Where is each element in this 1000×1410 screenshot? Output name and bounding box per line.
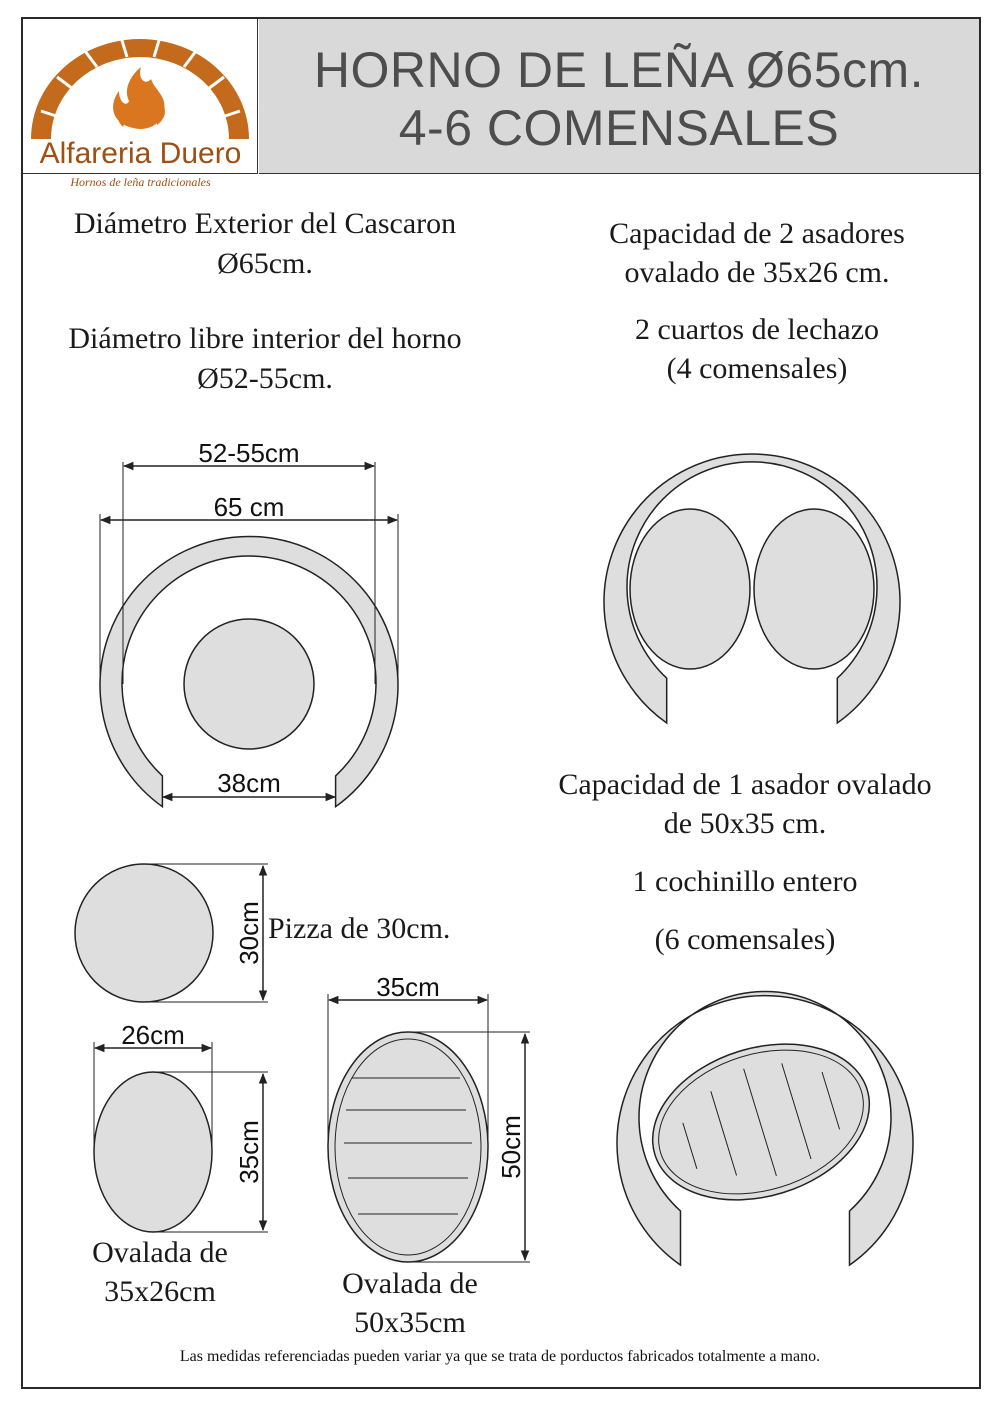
brand-tagline: Hornos de leña tradicionales xyxy=(70,175,211,189)
footer-disclaimer: Las medidas referenciadas pueden variar … xyxy=(179,1348,821,1365)
dim-door: 38cm xyxy=(217,768,281,798)
pizza-in-oven xyxy=(183,618,315,750)
dim-pizza: 30cm xyxy=(234,901,264,965)
brand-logo: Alfareria Duero Hornos de leña tradicion… xyxy=(23,19,258,189)
large-oval-label-line2: 50x35cm xyxy=(354,1306,466,1339)
small-oval-label-line1: Ovalada de xyxy=(92,1236,228,1269)
two-trays-capacity: Capacidad de 2 asadores xyxy=(609,217,905,250)
oven-two-trays-diagram xyxy=(603,453,901,725)
inner-diameter-value: Ø52-55cm. xyxy=(197,362,333,395)
title-banner: HORNO DE LEÑA Ø65cm. 4-6 COMENSALES xyxy=(259,19,979,174)
two-trays-food: 2 cuartos de lechazo xyxy=(634,313,880,346)
flame-icon xyxy=(113,67,165,129)
outer-diameter-label: Diámetro Exterior del Cascaron xyxy=(73,207,457,240)
large-oval-diagram xyxy=(327,994,530,1263)
one-tray-size: de 50x35 cm. xyxy=(663,807,827,840)
outer-diameter-value: Ø65cm. xyxy=(217,247,313,280)
dim-small-height: 35cm xyxy=(234,1120,264,1184)
one-tray-capacity: Capacidad de 1 asador ovalado xyxy=(558,768,932,801)
small-oval-diagram xyxy=(93,1042,268,1233)
one-tray-diners: (6 comensales) xyxy=(654,923,836,956)
one-tray-food: 1 cochinillo entero xyxy=(632,865,858,898)
dim-small-width: 26cm xyxy=(121,1020,185,1050)
inner-diameter-label: Diámetro libre interior del horno xyxy=(68,322,462,355)
two-trays-diners: (4 comensales) xyxy=(666,352,848,385)
logo-arch-icon xyxy=(31,36,249,139)
page-title: HORNO DE LEÑA Ø65cm. xyxy=(313,42,925,98)
oval-tray-left xyxy=(629,508,751,670)
oven-one-tray-diagram xyxy=(616,990,914,1267)
page-frame xyxy=(21,17,981,1389)
two-trays-size: ovalado de 35x26 cm. xyxy=(624,256,890,289)
oven-plan-diagram xyxy=(99,461,399,809)
dim-outer: 65 cm xyxy=(214,492,285,522)
oval-tray-right xyxy=(753,508,875,670)
large-oval-tray-in-oven xyxy=(651,1043,871,1201)
pizza-diagram xyxy=(74,863,268,1003)
dim-large-height: 50cm xyxy=(496,1115,526,1179)
small-oval-label-line2: 35x26cm xyxy=(104,1275,216,1308)
page-subtitle: 4-6 COMENSALES xyxy=(398,100,840,156)
brand-name: Alfareria Duero xyxy=(39,137,242,170)
pizza-label: Pizza de 30cm. xyxy=(268,912,451,945)
dim-large-width: 35cm xyxy=(376,972,440,1002)
large-oval-label-line1: Ovalada de xyxy=(342,1267,478,1300)
dim-inner: 52-55cm xyxy=(198,438,299,468)
